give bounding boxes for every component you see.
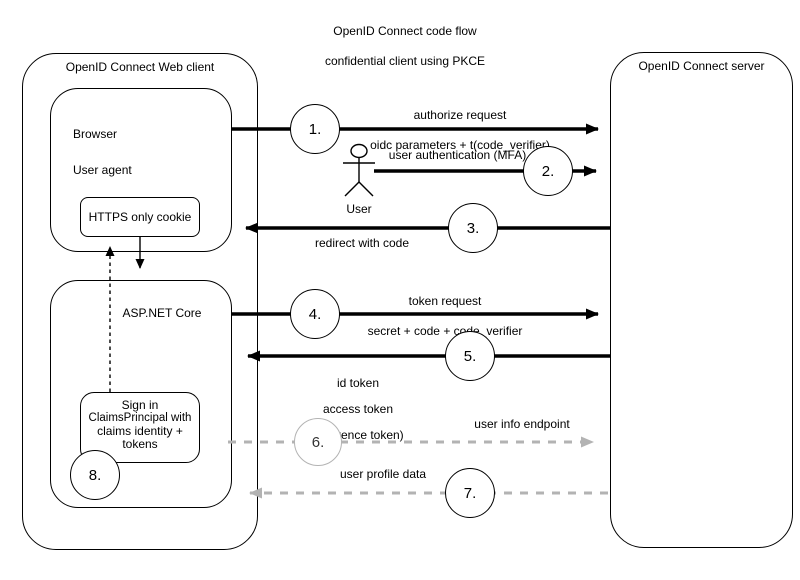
https-cookie-box: HTTPS only cookie: [80, 197, 200, 237]
https-cookie-label: HTTPS only cookie: [88, 210, 192, 224]
step-4-label: token request secret + code + code_verif…: [335, 279, 555, 354]
step-circle-7: 7.: [445, 468, 495, 518]
client-box-label: OpenID Connect Web client: [65, 60, 215, 74]
step-1-label: authorize request oidc parameters + t(co…: [345, 93, 575, 168]
step-6-label: user info endpoint: [474, 417, 570, 431]
step-1-label-line2: oidc parameters + t(code_verifier): [370, 138, 550, 152]
aspnet-label: ASP.NET Core: [122, 306, 202, 320]
step-3-label: redirect with code: [314, 236, 410, 250]
user-label: User: [346, 202, 372, 216]
browser-label-line2: User agent: [73, 163, 132, 177]
signin-line2: ClaimsPrincipal with: [88, 412, 192, 424]
step-circle-1: 1.: [290, 104, 340, 154]
step-circle-3: 3.: [448, 203, 498, 253]
step-number-8: 8.: [88, 466, 102, 484]
step-circle-8: 8.: [70, 450, 120, 500]
step-number-2: 2.: [541, 162, 555, 180]
user-leg-left: [344, 181, 360, 197]
browser-box-label: Browser User agent: [73, 107, 203, 197]
step-circle-5: 5.: [445, 331, 495, 381]
step-number-4: 4.: [308, 305, 322, 323]
diagram-title-line1: OpenID Connect code flow: [333, 24, 477, 38]
diagram-title: OpenID Connect code flow confidential cl…: [290, 9, 520, 84]
step-7-label: user profile data: [339, 467, 427, 481]
step-5-label-line1: id token: [336, 376, 380, 390]
server-box: [610, 52, 793, 548]
step-4-label-line2: secret + code + code_verifier: [367, 324, 523, 338]
step-1-label-line1: authorize request: [413, 108, 507, 122]
signin-line4: tokens: [122, 437, 158, 451]
server-box-label: OpenID Connect server: [638, 59, 765, 73]
step-circle-4: 4.: [290, 289, 340, 339]
step-2-label: user authentication (MFA): [388, 148, 527, 162]
signin-line3: claims identity +: [97, 424, 183, 438]
step-number-5: 5.: [463, 347, 477, 365]
diagram-title-line2: confidential client using PKCE: [324, 54, 486, 68]
user-leg-right: [358, 181, 374, 197]
step-circle-6: 6.: [294, 418, 342, 466]
step-number-3: 3.: [466, 219, 480, 237]
step-4-label-line1: token request: [408, 294, 482, 308]
step-number-6: 6.: [311, 433, 325, 451]
step-circle-2: 2.: [523, 146, 573, 196]
signin-line1: Sign in: [121, 398, 159, 412]
step-5-label-line2: access token: [322, 402, 394, 416]
step-number-1: 1.: [308, 120, 322, 138]
browser-label-line1: Browser: [73, 127, 118, 141]
step-number-7: 7.: [463, 484, 477, 502]
